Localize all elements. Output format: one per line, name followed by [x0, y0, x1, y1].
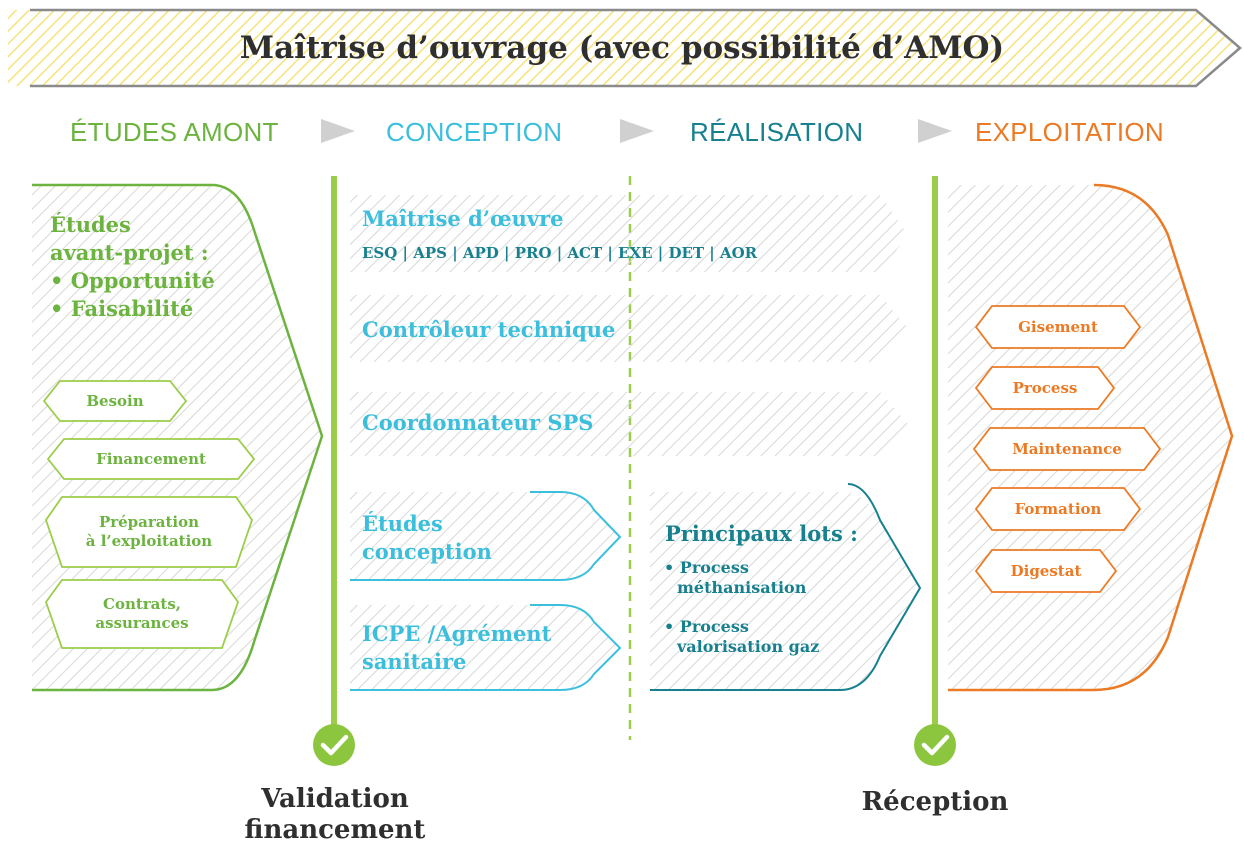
phase-conception: CONCEPTION — [386, 117, 563, 147]
principaux-lots-arrow — [650, 483, 922, 691]
chip-digestat: Digestat — [1010, 561, 1082, 580]
triangle-arrow-icon — [918, 119, 952, 143]
etudes-conception-label: Études conception — [362, 511, 492, 564]
icpe-label: ICPE /Agrément sanitaire — [362, 621, 552, 674]
chip-preparation: Préparation à l’exploitation — [85, 513, 213, 550]
chip-contrats: Contrats, assurances — [95, 595, 189, 632]
mission-codes: ESQ | APS | APD | PRO | ACT | EXE | DET … — [362, 244, 758, 262]
milestone-reception: Réception — [861, 787, 1009, 817]
etudes-avant-projet-heading: Études avant-projet : • Opportunité • Fa… — [50, 212, 215, 321]
principaux-lots-title: Principaux lots : — [665, 521, 858, 546]
chip-maintenance: Maintenance — [1012, 439, 1122, 458]
chip-process: Process — [1012, 378, 1078, 397]
triangle-arrow-icon — [321, 119, 355, 143]
phase-exploitation: EXPLOITATION — [975, 117, 1165, 147]
banner-arrow — [8, 8, 1242, 88]
lot-process-valorisation: • Process valorisation gaz — [664, 617, 820, 656]
chip-formation: Formation — [1014, 499, 1102, 518]
icpe-arrow — [350, 604, 622, 691]
coordonnateur-sps-label: Coordonnateur SPS — [362, 410, 594, 435]
chip-besoin: Besoin — [86, 391, 144, 410]
bullet-opportunite: • Opportunité — [50, 268, 215, 293]
controleur-technique-label: Contrôleur technique — [362, 317, 616, 342]
lot-process-methanisation: • Process méthanisation — [664, 558, 807, 597]
triangle-arrow-icon — [620, 119, 654, 143]
bullet-faisabilite: • Faisabilité — [50, 296, 194, 321]
check-circle-icon — [914, 724, 956, 766]
phase-etudes-amont: ÉTUDES AMONT — [70, 117, 279, 147]
chip-financement: Financement — [96, 449, 206, 468]
chip-gisement: Gisement — [1018, 317, 1098, 336]
maitrise-oeuvre-label: Maîtrise d’œuvre — [362, 206, 564, 231]
etudes-conception-arrow — [350, 491, 622, 581]
milestone-validation-financement: Validation financement — [244, 784, 426, 845]
phase-realisation: RÉALISATION — [690, 117, 864, 147]
banner-title: Maîtrise d’ouvrage (avec possibilité d’A… — [239, 30, 1005, 66]
check-circle-icon — [313, 724, 355, 766]
